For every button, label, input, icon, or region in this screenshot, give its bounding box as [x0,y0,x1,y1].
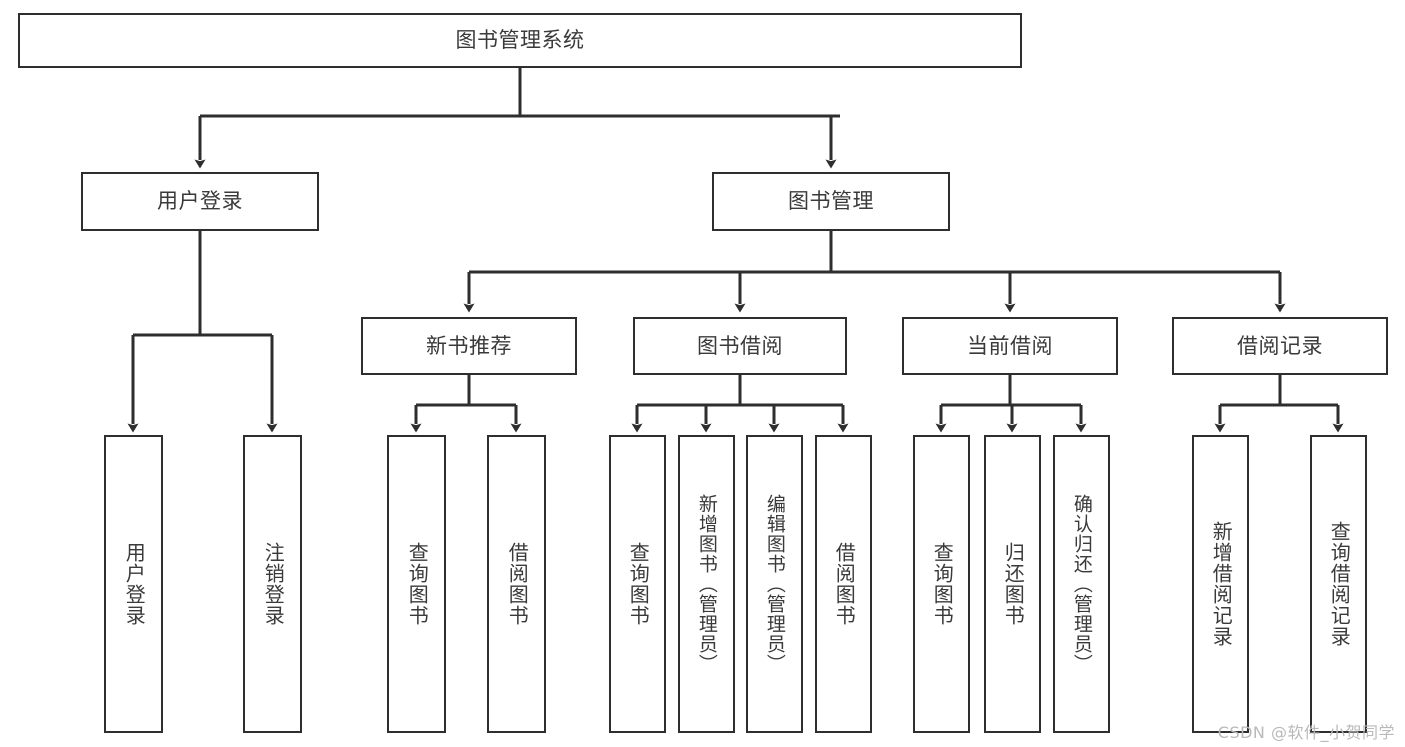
node-book-borrow-label: 图书借阅 [697,333,783,358]
node-borrow-record-label: 借阅记录 [1237,333,1323,358]
node-leaf-query-book-recommend[interactable]: 查询图书 [387,435,446,733]
node-user-login[interactable]: 用户登录 [81,172,319,231]
node-leaf-borrow-book-recommend-label: 借阅图书 [505,542,530,626]
node-leaf-add-borrow-record-label: 新增借阅记录 [1209,521,1234,647]
node-current-borrow[interactable]: 当前借阅 [902,317,1118,375]
node-leaf-add-book-admin-label: 新增图书（管理员） [695,494,718,674]
node-leaf-confirm-return-admin[interactable]: 确认归还（管理员） [1053,435,1110,733]
node-book-management-label: 图书管理 [788,189,874,214]
node-leaf-add-borrow-record[interactable]: 新增借阅记录 [1192,435,1249,733]
node-leaf-edit-book-admin[interactable]: 编辑图书（管理员） [746,435,803,733]
node-leaf-return-book[interactable]: 归还图书 [984,435,1041,733]
watermark: CSDN @软件_小贺同学 [1217,723,1395,742]
node-new-book-recommend-label: 新书推荐 [426,333,512,358]
node-book-borrow[interactable]: 图书借阅 [633,317,847,375]
node-leaf-user-login-label: 用户登录 [122,542,147,626]
node-leaf-query-book-borrow-label: 查询图书 [626,542,651,626]
node-leaf-return-book-label: 归还图书 [1001,542,1026,626]
node-leaf-query-borrow-record-label: 查询借阅记录 [1327,521,1352,647]
node-leaf-borrow-book-borrow-label: 借阅图书 [832,542,857,626]
node-leaf-logout[interactable]: 注销登录 [243,435,302,733]
node-leaf-borrow-book-borrow[interactable]: 借阅图书 [815,435,872,733]
node-leaf-confirm-return-admin-label: 确认归还（管理员） [1070,494,1093,674]
node-leaf-query-book-current[interactable]: 查询图书 [913,435,970,733]
node-leaf-user-login[interactable]: 用户登录 [104,435,163,733]
node-root[interactable]: 图书管理系统 [18,13,1022,68]
node-leaf-borrow-book-recommend[interactable]: 借阅图书 [487,435,546,733]
node-borrow-record[interactable]: 借阅记录 [1172,317,1388,375]
node-leaf-edit-book-admin-label: 编辑图书（管理员） [763,494,786,674]
node-leaf-add-book-admin[interactable]: 新增图书（管理员） [678,435,735,733]
node-book-management[interactable]: 图书管理 [712,172,950,231]
node-root-label: 图书管理系统 [455,28,585,53]
node-leaf-query-book-recommend-label: 查询图书 [405,542,430,626]
node-user-login-label: 用户登录 [157,189,243,214]
node-new-book-recommend[interactable]: 新书推荐 [361,317,577,375]
node-leaf-query-borrow-record[interactable]: 查询借阅记录 [1310,435,1367,733]
node-leaf-query-book-borrow[interactable]: 查询图书 [609,435,666,733]
node-leaf-logout-label: 注销登录 [261,542,286,626]
node-leaf-query-book-current-label: 查询图书 [930,542,955,626]
node-current-borrow-label: 当前借阅 [967,333,1053,358]
